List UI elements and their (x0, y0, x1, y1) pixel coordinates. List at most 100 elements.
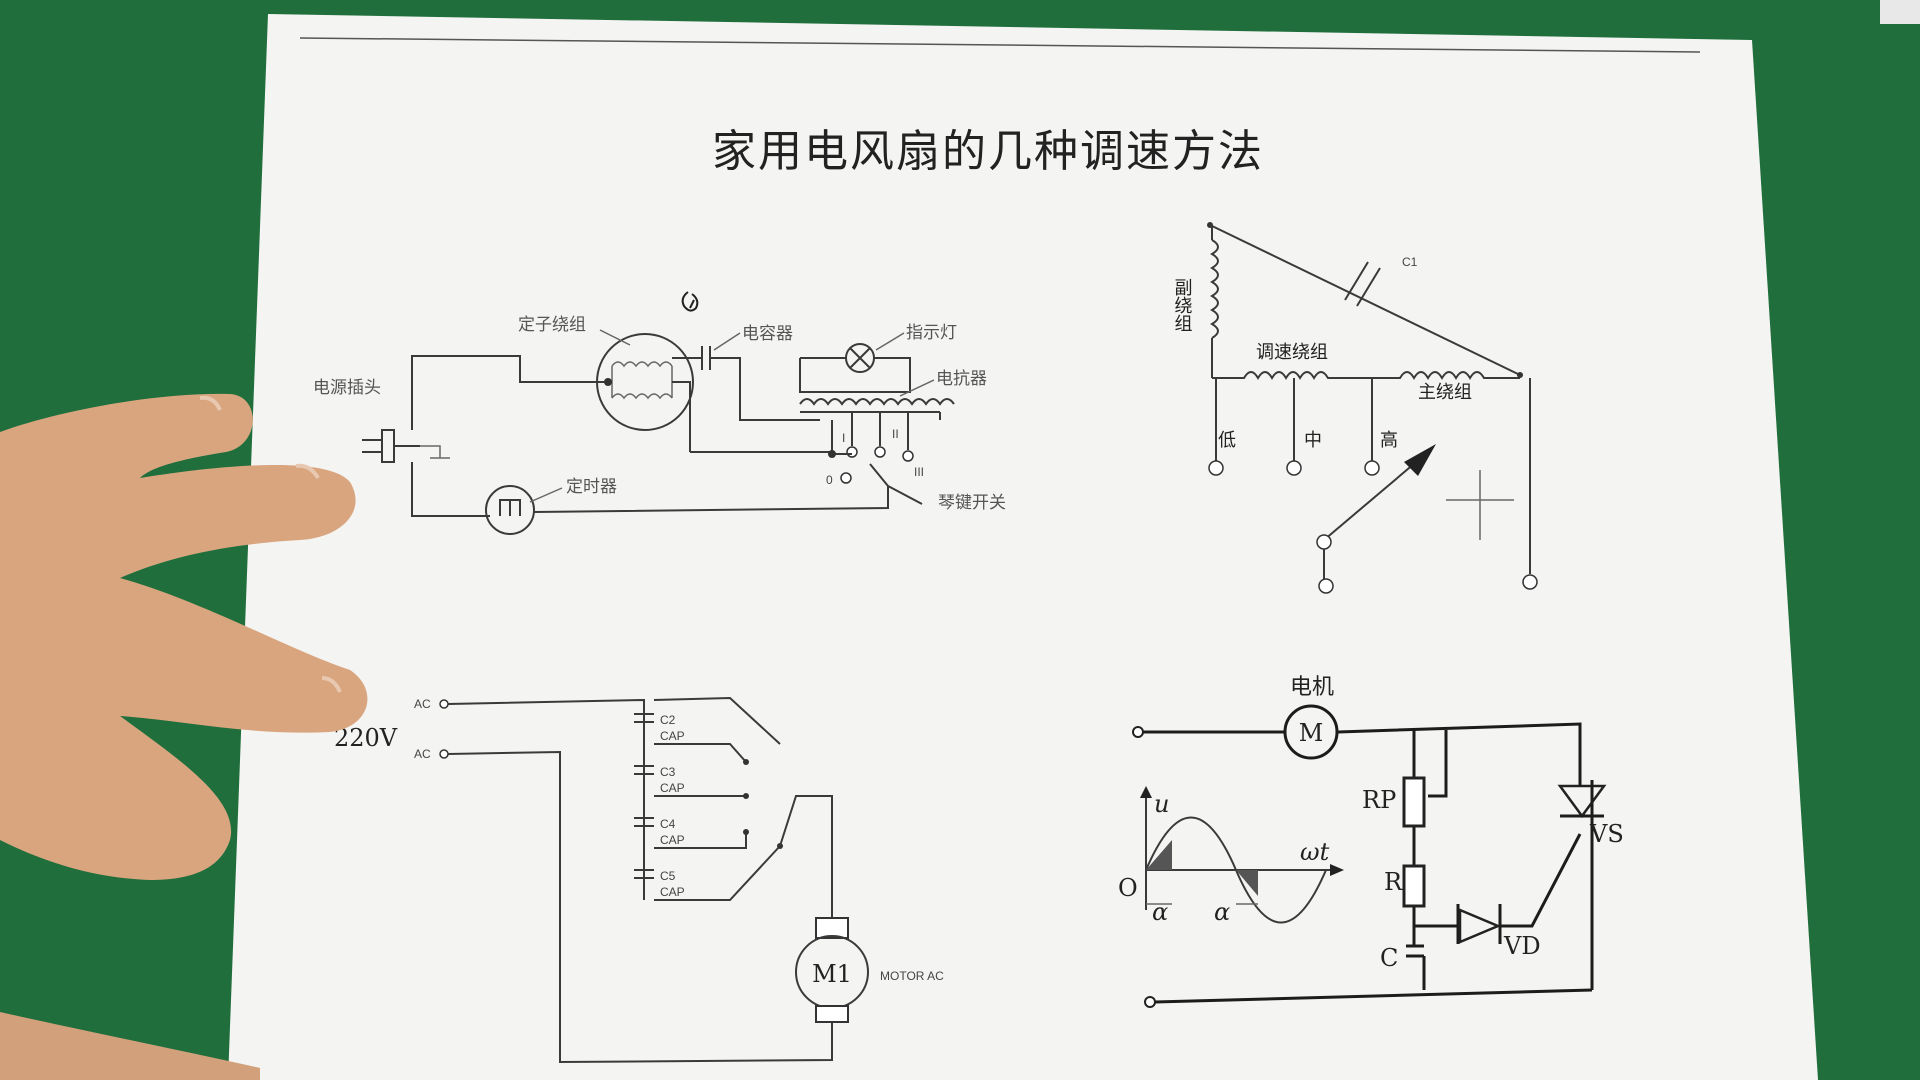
label-stator: 定子绕组 (518, 315, 586, 335)
common-wire (779, 795, 833, 918)
label-timer: 定时器 (566, 477, 617, 497)
fingernails (199, 395, 342, 693)
switch-contact-1 (846, 446, 858, 458)
terminal-supply-2 (1522, 574, 1538, 590)
label-c2: C2 (660, 713, 676, 727)
terminal-in-bottom (1144, 996, 1156, 1008)
rp-wiper (1428, 730, 1448, 798)
aux-winding-coil (1210, 239, 1219, 339)
motor-m-circle (1283, 704, 1339, 760)
resistor-r (1402, 864, 1426, 908)
label-pos-0: 0 (826, 473, 833, 487)
wire-diagonal (1209, 224, 1521, 376)
leader-reactor (899, 379, 935, 397)
label-speed-winding: 调速绕组 (1256, 342, 1328, 363)
label-c4: C4 (660, 817, 676, 831)
capacitor-c1 (1344, 261, 1381, 307)
label-main-winding: 主绕组 (1418, 382, 1472, 403)
plug-icon (362, 429, 420, 463)
reactor-taps (851, 412, 941, 450)
label-c: C (1380, 944, 1398, 972)
pen-mark (681, 291, 699, 312)
label-c5: C5 (660, 869, 676, 883)
label-c3-type: CAP (660, 781, 685, 795)
diagram-capacitor-step: AC AC 220V C2 CAP C3 CAP C4 CAP C5 CAP M… (334, 696, 944, 1064)
stator-circle (596, 333, 694, 431)
wire-bottom (411, 462, 490, 517)
label-pos-1: I (842, 431, 845, 445)
label-plug: 电源插头 (313, 378, 381, 398)
terminal-mid (1286, 460, 1302, 476)
capacitor-plates (634, 713, 654, 879)
diac-wires (1414, 833, 1582, 944)
contact-1 (743, 759, 749, 765)
switch-contact-3 (902, 450, 914, 462)
label-aux-winding: 副绕组 (1172, 278, 1193, 332)
label-ac-2: AC (414, 747, 431, 761)
page-title: 家用电风扇的几种调速方法 (712, 126, 1264, 177)
junction-dot-2 (828, 450, 836, 458)
hand-lower (0, 1012, 260, 1080)
lamp-wires (799, 347, 911, 393)
stator-windings (611, 361, 673, 400)
label-mid: 中 (1304, 430, 1322, 451)
ac-terminal-1 (439, 699, 449, 709)
leader-stator (599, 329, 631, 346)
hand-shape (0, 393, 368, 880)
label-motor-ac: MOTOR AC (880, 969, 944, 983)
label-alpha-1: α (1152, 898, 1168, 926)
label-220v: 220V (334, 724, 398, 752)
label-vd: VD (1503, 932, 1541, 960)
header-rule (299, 37, 1701, 53)
label-c3: C3 (660, 765, 676, 779)
leader-capacitor (713, 332, 741, 351)
label-origin: O (1118, 874, 1138, 902)
diac-symbol (1458, 908, 1502, 944)
conduction-hatch (1146, 840, 1258, 896)
leader-indicator (875, 332, 905, 351)
label-c2-type: CAP (660, 729, 685, 743)
label-motor-m: M (1299, 719, 1324, 747)
label-capacitor: 电容器 (742, 324, 793, 344)
switch-contact-2 (874, 446, 886, 458)
timer-symbol (499, 499, 521, 516)
terminal-in-top (1132, 726, 1144, 738)
ac-line-top (447, 698, 645, 900)
switch-contact-0 (840, 472, 852, 484)
selector-arrowhead (1404, 444, 1436, 476)
label-motor: 电机 (1290, 675, 1334, 700)
wire-bottom (1154, 988, 1593, 1004)
motor-brush-bottom (815, 1005, 849, 1023)
label-ac-1: AC (414, 697, 431, 711)
terminal-high (1364, 460, 1380, 476)
label-pos-2: II (892, 427, 899, 441)
ac-line-bottom (447, 750, 833, 1064)
capacitor-symbol (672, 346, 820, 421)
resistor-rp (1402, 776, 1426, 828)
hand-overlay (0, 393, 368, 1080)
wire-top (1143, 722, 1582, 780)
label-vs: VS (1589, 820, 1624, 848)
diagram-triac-control: M 电机 RP R C VD VS O u ωt α α (1118, 675, 1624, 1008)
label-u: u (1154, 790, 1169, 818)
ac-terminal-2 (439, 749, 449, 759)
triac-wires (1560, 780, 1604, 990)
label-c5-type: CAP (660, 885, 685, 899)
reactor-coil (799, 398, 955, 406)
terminal-low (1208, 460, 1224, 476)
label-alpha-2: α (1214, 898, 1230, 926)
motor-brush-top (815, 917, 849, 939)
label-low: 低 (1218, 430, 1236, 451)
axis-wt-arrow (1330, 864, 1344, 876)
label-c1: C1 (1402, 255, 1418, 269)
node-right (1517, 372, 1523, 378)
contact-3 (743, 829, 749, 835)
label-high: 高 (1380, 430, 1398, 451)
winding-taps (1215, 378, 1531, 574)
label-motor-m1: M1 (812, 960, 852, 988)
diagram-capacitor-fan-circuit: 电源插头 定子绕组 电容器 指示灯 电抗器 I II III 0 (313, 291, 1006, 535)
label-r: R (1384, 868, 1403, 896)
label-indicator: 指示灯 (906, 323, 957, 343)
label-c4-type: CAP (660, 833, 685, 847)
